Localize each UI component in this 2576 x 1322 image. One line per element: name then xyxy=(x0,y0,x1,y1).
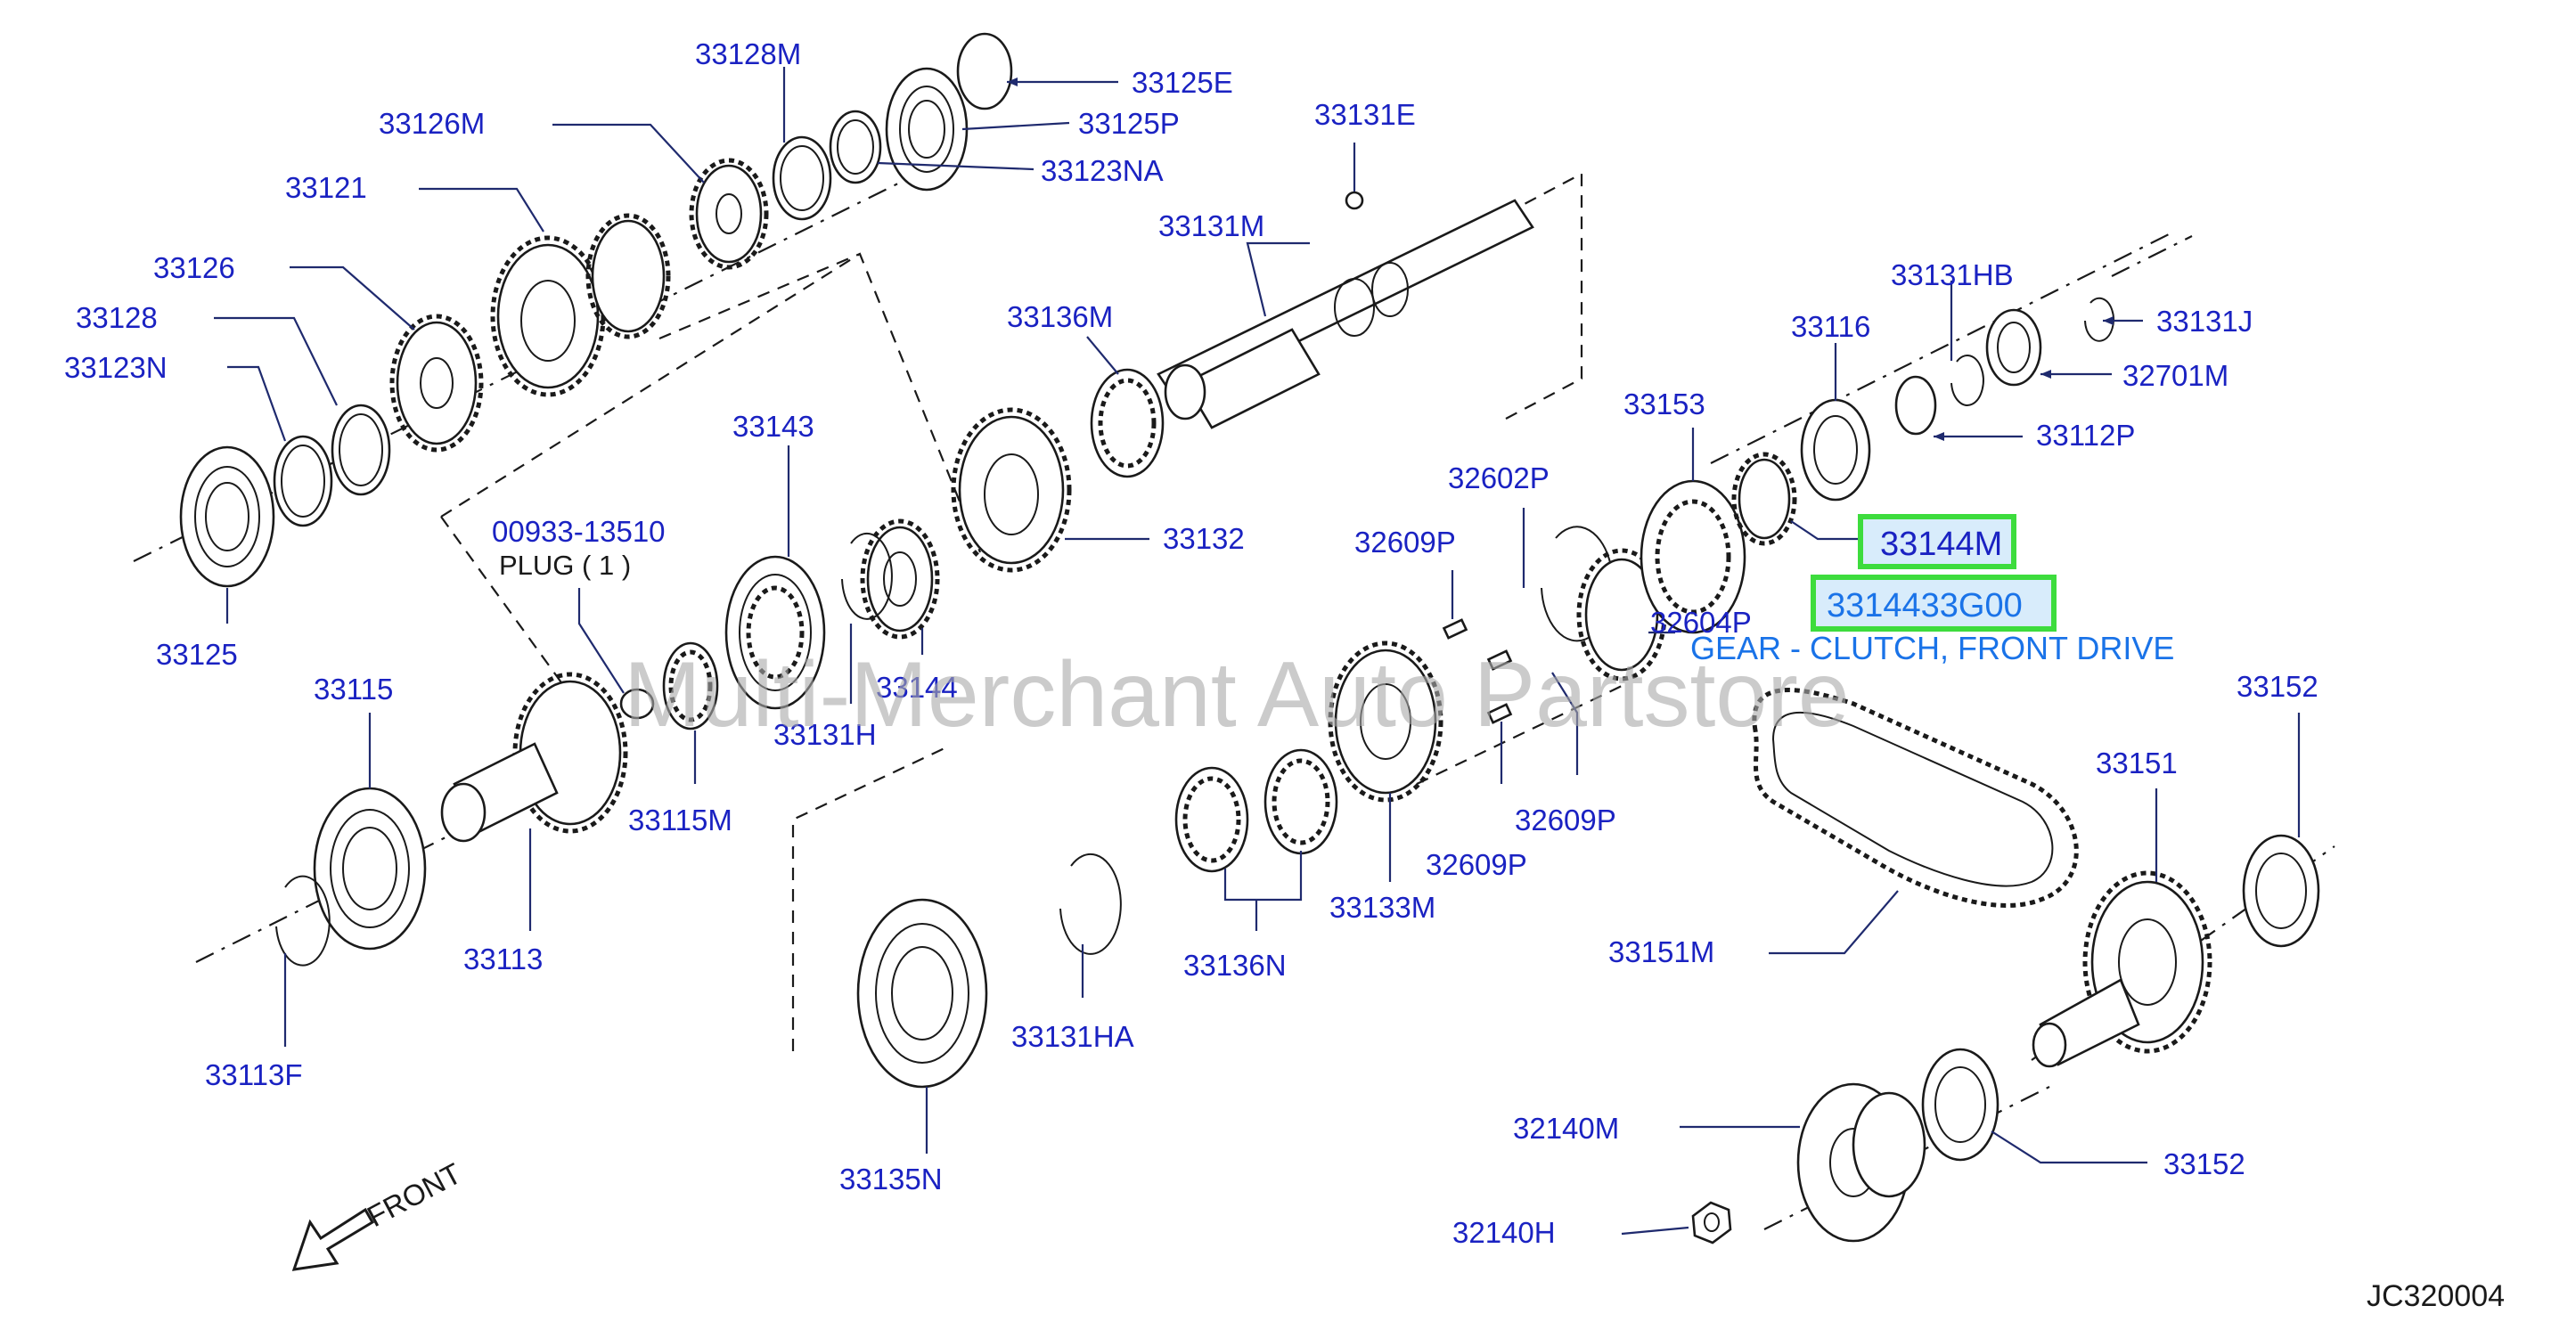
label-33125E[interactable]: 33125E xyxy=(1132,66,1233,99)
mainshaft-33131M xyxy=(1157,199,1534,429)
snap-ring-33131J xyxy=(2084,297,2114,342)
label-33153[interactable]: 33153 xyxy=(1623,388,1705,420)
selected-label-box[interactable] xyxy=(1858,514,2016,569)
keys-32609P xyxy=(1442,618,1513,724)
label-33123NA[interactable]: 33123NA xyxy=(1041,154,1164,187)
label-33125[interactable]: 33125 xyxy=(156,638,238,671)
ring-33123N xyxy=(273,435,333,527)
bearing-33116 xyxy=(1800,398,1871,502)
label-33152-b[interactable]: 33152 xyxy=(2163,1147,2245,1180)
leader-arrowheads xyxy=(1007,78,2114,441)
label-33131M[interactable]: 33131M xyxy=(1158,209,1264,242)
label-33131HA[interactable]: 33131HA xyxy=(1011,1020,1134,1053)
gear-33133M xyxy=(1328,641,1443,803)
label-33115M[interactable]: 33115M xyxy=(628,804,732,836)
label-32701M[interactable]: 32701M xyxy=(2122,359,2228,392)
flange-32140M xyxy=(1796,1082,1926,1243)
snap-ring-33131HA xyxy=(1059,853,1122,955)
sprocket-33151 xyxy=(2032,870,2212,1068)
label-33135N[interactable]: 33135N xyxy=(839,1163,943,1196)
ring-33112P xyxy=(1894,375,1937,436)
washer-33125E xyxy=(956,32,1013,110)
label-33144[interactable]: 33144 xyxy=(876,671,958,704)
snap-ring-33113F xyxy=(275,875,331,967)
selected-part-label[interactable]: 33144M xyxy=(1880,526,2002,563)
plug-00933-13510 xyxy=(619,688,655,720)
label-33131J[interactable]: 33131J xyxy=(2156,305,2253,338)
label-33113F[interactable]: 33113F xyxy=(205,1058,302,1091)
label-33128M[interactable]: 33128M xyxy=(695,37,801,70)
snap-ring-33131HB xyxy=(1950,355,1984,406)
label-32140H[interactable]: 32140H xyxy=(1452,1216,1556,1249)
label-plug: PLUG ( 1 ) xyxy=(499,550,631,581)
bearing-33125 xyxy=(179,445,275,588)
selected-part-number[interactable]: 3314433G00 xyxy=(1827,587,2023,624)
sprocket-33126 xyxy=(389,314,484,453)
label-33151[interactable]: 33151 xyxy=(2096,747,2178,779)
label-33133M[interactable]: 33133M xyxy=(1329,891,1435,924)
label-32602P[interactable]: 32602P xyxy=(1448,461,1550,494)
bearing-33125P xyxy=(885,67,969,192)
label-33116[interactable]: 33116 xyxy=(1791,310,1870,343)
watermark: Multi-Merchant Auto Partstore xyxy=(624,643,1850,747)
needle-bearing-33136M xyxy=(1090,368,1165,478)
label-32609P-c[interactable]: 32609P xyxy=(1426,848,1527,881)
label-33152-a[interactable]: 33152 xyxy=(2237,670,2318,703)
gear-33144 xyxy=(860,518,940,640)
label-33131E[interactable]: 33131E xyxy=(1314,98,1416,131)
label-33113[interactable]: 33113 xyxy=(463,943,543,975)
label-33126M[interactable]: 33126M xyxy=(379,107,485,140)
needle-bearings-33136N xyxy=(1174,748,1338,873)
sleeve-33143 xyxy=(724,555,826,710)
label-33132[interactable]: 33132 xyxy=(1163,522,1245,555)
bearing-33115 xyxy=(313,787,427,951)
bearing-33135N xyxy=(856,898,988,1089)
snap-ring-33131H xyxy=(841,532,893,620)
label-00933-13510[interactable]: 00933-13510 xyxy=(492,515,666,548)
bearing-33152-b xyxy=(1921,1048,1999,1162)
seal-32701M xyxy=(1985,308,2042,387)
sprocket-33126M xyxy=(689,158,769,270)
label-33136M[interactable]: 33136M xyxy=(1007,300,1113,333)
ring-33128 xyxy=(331,404,391,496)
gear-33132 xyxy=(951,407,1072,573)
bearing-33152-a xyxy=(2242,834,2320,948)
ring-33128M xyxy=(772,135,832,221)
label-33123N[interactable]: 33123N xyxy=(64,351,168,384)
needle-bearing-33115M xyxy=(662,641,719,730)
selected-number-box[interactable] xyxy=(1811,575,2057,632)
leader-lines xyxy=(214,67,2301,1236)
label-33112P[interactable]: 33112P xyxy=(2036,419,2135,452)
label-33151M[interactable]: 33151M xyxy=(1608,935,1714,968)
label-32604P[interactable]: 32604P xyxy=(1650,606,1752,639)
label-33125P[interactable]: 33125P xyxy=(1078,107,1180,140)
gear-33121 xyxy=(490,213,671,397)
label-33136N[interactable]: 33136N xyxy=(1183,949,1287,982)
label-33143[interactable]: 33143 xyxy=(732,410,814,443)
label-32140M[interactable]: 32140M xyxy=(1513,1112,1619,1145)
selected-part: 33144M 3314433G00 GEAR - CLUTCH, FRONT D… xyxy=(1690,514,2174,666)
label-32609P-a[interactable]: 32609P xyxy=(1354,526,1456,559)
selected-part-description: GEAR - CLUTCH, FRONT DRIVE xyxy=(1690,630,2174,666)
part-labels: 33128M 33125E 33125P 33123NA 33126M 3312… xyxy=(64,37,2318,1249)
label-33115[interactable]: 33115 xyxy=(314,673,393,706)
figure-code: JC320004 xyxy=(2367,1279,2505,1313)
label-33121[interactable]: 33121 xyxy=(285,171,367,204)
label-33128[interactable]: 33128 xyxy=(76,301,158,334)
clutch-gear-33144M xyxy=(1731,452,1797,546)
section-boxes xyxy=(440,172,1623,1051)
ring-33123NA xyxy=(829,110,882,184)
shaft-gear-33113 xyxy=(440,672,628,843)
label-33131HB[interactable]: 33131HB xyxy=(1891,258,2014,291)
label-33131H[interactable]: 33131H xyxy=(773,718,877,751)
label-33126[interactable]: 33126 xyxy=(153,251,235,284)
label-32609P-b[interactable]: 32609P xyxy=(1515,804,1616,836)
ball-33131E xyxy=(1345,191,1364,210)
chain-33151M xyxy=(1752,688,2079,908)
nut-32140H xyxy=(1691,1201,1732,1244)
front-arrow-icon xyxy=(291,1207,375,1271)
